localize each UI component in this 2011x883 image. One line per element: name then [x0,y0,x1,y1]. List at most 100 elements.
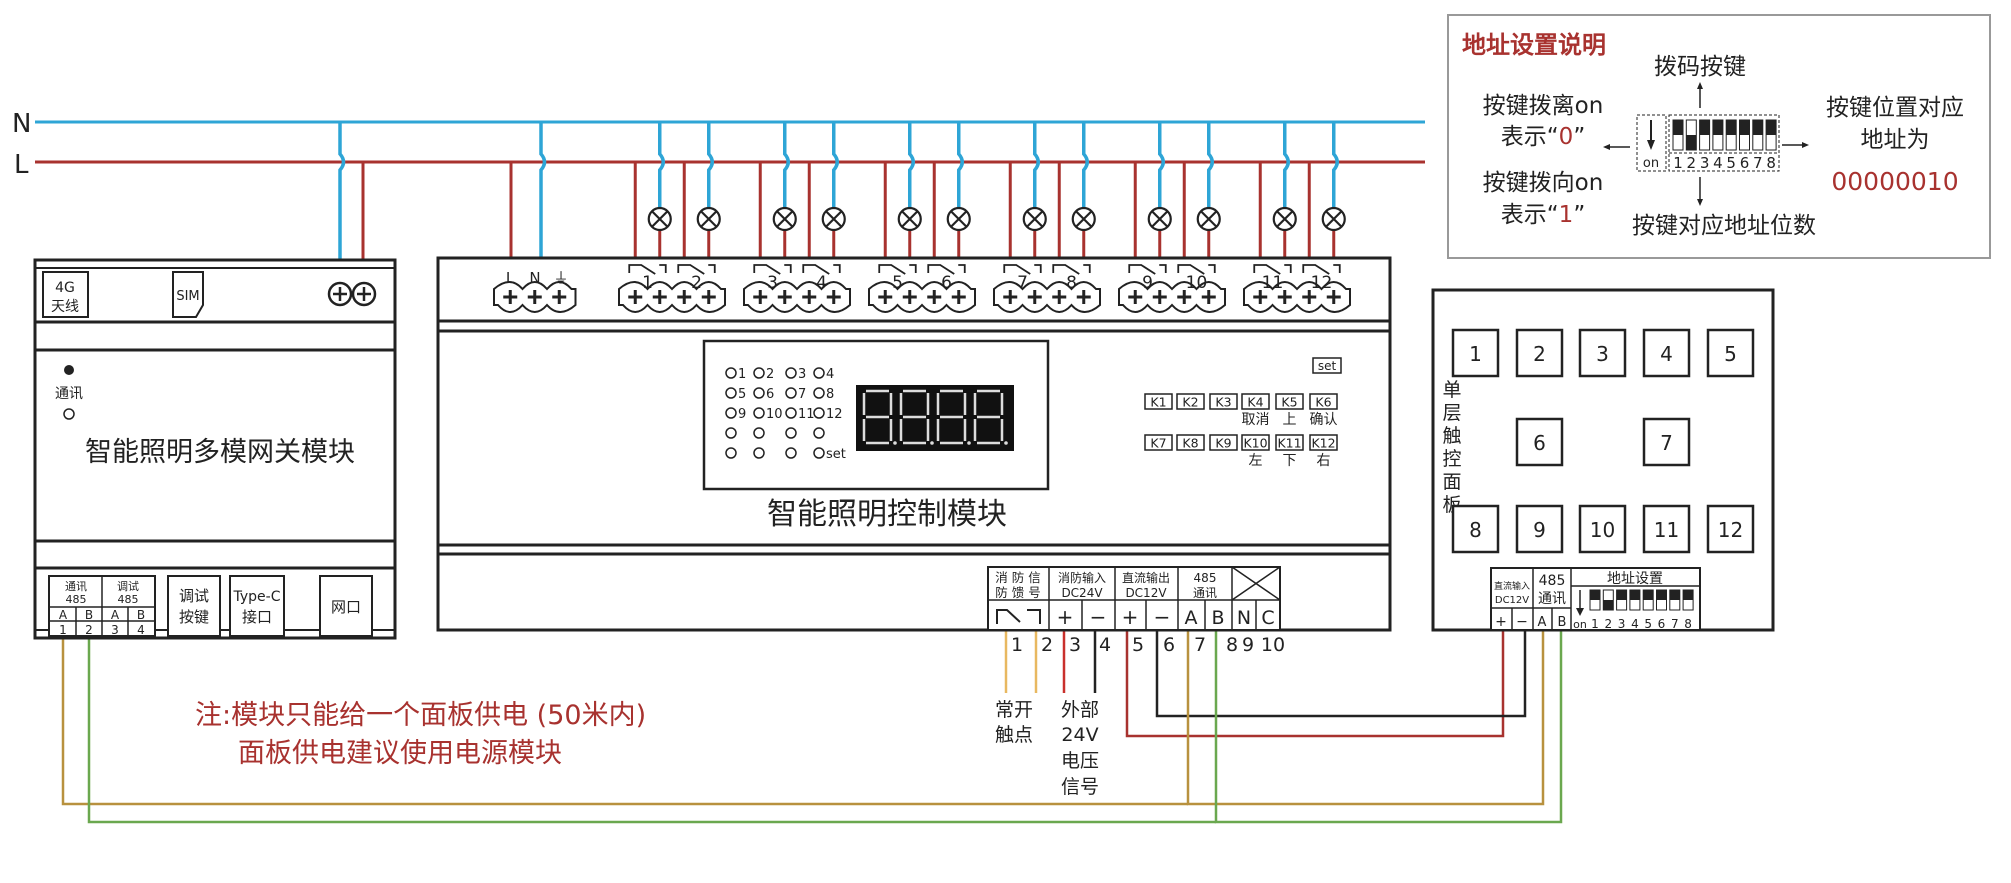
relay-terminal-group[interactable] [743,281,851,313]
dip-switch-7[interactable]: 7 [1669,589,1681,631]
screw-icon [1302,290,1317,304]
led-label: 1 [738,367,746,382]
panel-button-label: 7 [1660,431,1673,455]
ethernet-port[interactable]: 网口 [319,575,373,637]
dip-switch-7[interactable]: 7 [1752,119,1764,172]
key-k11[interactable]: K11 [1275,434,1304,451]
channel-led [785,447,797,459]
panel-button-6[interactable]: 6 [1515,417,1564,467]
key-function-label: 上 [1283,412,1297,428]
key-k4[interactable]: K4 [1241,393,1270,410]
neutral-drop-wire [707,122,714,210]
panel-button-4[interactable]: 4 [1642,328,1691,378]
panel-button-12[interactable]: 12 [1706,504,1755,554]
power-input-terminal[interactable] [493,281,577,313]
panel-button-8[interactable]: 8 [1451,504,1500,554]
dip-switch-4[interactable]: 4 [1712,119,1724,172]
panel-button-label: 2 [1533,342,1546,366]
neutral-bus-label: N [12,109,31,139]
panel-button-7[interactable]: 7 [1642,417,1691,467]
power-terminal[interactable] [327,281,377,307]
debug-button[interactable]: 调试 按键 [167,575,221,637]
panel-button-3[interactable]: 3 [1578,328,1627,378]
led-label: set [826,447,846,462]
key-k2[interactable]: K2 [1176,393,1205,410]
dip-switch-1[interactable]: 1 [1589,589,1601,631]
key-label: K12 [1311,436,1335,451]
rs485-terminal-block[interactable]: 通讯 485 调试 485 A B A B 1 2 3 4 [48,575,156,637]
key-k7[interactable]: K7 [1144,434,1173,451]
ext-voltage-label-4: 信号 [1061,776,1099,798]
key-k3[interactable]: K3 [1209,393,1238,410]
dip-switch-8[interactable]: 8 [1682,589,1694,631]
relay-terminal-group[interactable] [1243,281,1351,313]
dip-switch-3[interactable]: 3 [1616,589,1628,631]
dip-switch-6[interactable]: 6 [1656,589,1667,631]
relay-terminal-group[interactable] [868,281,976,313]
relay-contact-icon [1003,264,1042,275]
ground-icon: ⏚ [553,269,568,287]
rs485-label-2: 通讯 [1193,586,1217,600]
gateway-module: 4G 天线 SIM 通讯 智能照明多模网关模块 通讯 485 调试 485 [33,258,397,640]
terminal-number: 6 [1163,634,1175,656]
no-contact-label-1: 常开 [995,699,1033,721]
relay-terminal-group[interactable] [1118,281,1226,313]
panel-button-10[interactable]: 10 [1578,504,1627,554]
sim-slot[interactable]: SIM [172,271,204,318]
dip-key-label: 拨码按键 [1654,54,1746,80]
dip-switch-6[interactable]: 6 [1739,119,1750,172]
panel-button-11[interactable]: 11 [1642,504,1691,554]
dip-switch-1[interactable]: 1 [1672,119,1684,172]
status-led-on [64,365,74,375]
dip-switch-5[interactable]: 5 [1642,589,1654,631]
dip-number: 6 [1740,154,1750,172]
screw-icon [503,290,518,304]
screw-icon [1277,290,1292,304]
info-on-label: on [1643,156,1659,171]
typec-port[interactable]: Type-C 接口 [229,575,285,637]
dip-switch-5[interactable]: 5 [1725,119,1737,172]
relay-terminal-group[interactable] [993,281,1101,313]
terminal-number: 5 [1132,634,1144,656]
key-k8[interactable]: K8 [1176,434,1205,451]
panel-button-1[interactable]: 1 [1451,328,1500,378]
key-k9[interactable]: K9 [1209,434,1238,451]
screw-icon [826,290,841,304]
neutral-drop-wire [1207,122,1214,210]
relay-contact-icon [1128,264,1167,275]
antenna-port[interactable]: 4G 天线 [42,271,89,318]
lamp-icon [1147,206,1172,232]
panel-button-5[interactable]: 5 [1706,328,1755,378]
channel-label: 10 [1186,273,1208,293]
dip-switch-2[interactable]: 2 [1685,119,1697,172]
channel-led: 6 [753,387,774,402]
sim-label: SIM [176,289,199,304]
panel-button-9[interactable]: 9 [1515,504,1564,554]
dip-number: 5 [1726,154,1736,172]
channel-led [725,447,737,459]
panel-button-2[interactable]: 2 [1515,328,1564,378]
key-k10[interactable]: K10 [1241,434,1270,451]
key-label: K9 [1215,436,1231,451]
key-label: K2 [1182,395,1198,410]
channel-label: 8 [1066,273,1077,293]
dip-switch-8[interactable]: 8 [1765,119,1777,172]
key-label: K1 [1150,395,1166,410]
key-k1[interactable]: K1 [1144,393,1173,410]
relay-terminal-group[interactable] [618,281,726,313]
dc-output-label-1: 直流输出 [1122,570,1170,585]
dip-switch-4[interactable]: 4 [1629,589,1641,631]
set-key[interactable]: set [1312,357,1342,374]
off-line-1: 按键拨离on [1483,93,1604,119]
key-k5[interactable]: K5 [1275,393,1304,410]
key-k12[interactable]: K12 [1309,434,1338,451]
dip-switch-2[interactable]: 2 [1602,589,1614,631]
dip-switch-3[interactable]: 3 [1699,119,1711,172]
key-k6[interactable]: K6 [1309,393,1338,410]
gateway-rs485-a-wire [61,636,1188,806]
